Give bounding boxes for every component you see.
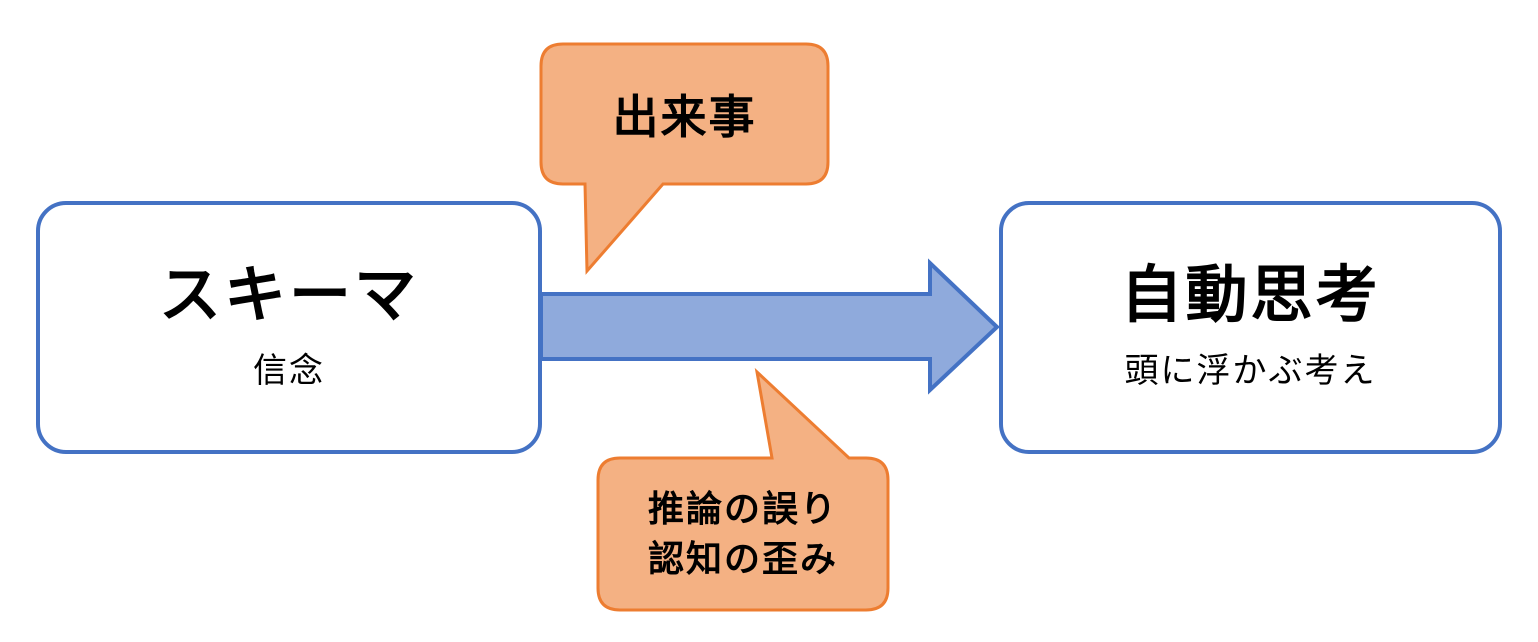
event-callout-shape	[539, 42, 830, 275]
schema-box-subtitle: 信念	[253, 351, 325, 390]
schema-box-title: スキーマ	[158, 261, 419, 331]
auto-thought-box-subtitle: 頭に浮かぶ考え	[1124, 351, 1377, 390]
schema-box: スキーマ 信念	[36, 201, 542, 454]
distortion-callout-shape	[596, 367, 890, 612]
auto-thought-box: 自動思考 頭に浮かぶ考え	[999, 201, 1502, 454]
auto-thought-box-title: 自動思考	[1120, 261, 1381, 331]
arrow-shape	[539, 258, 1000, 395]
